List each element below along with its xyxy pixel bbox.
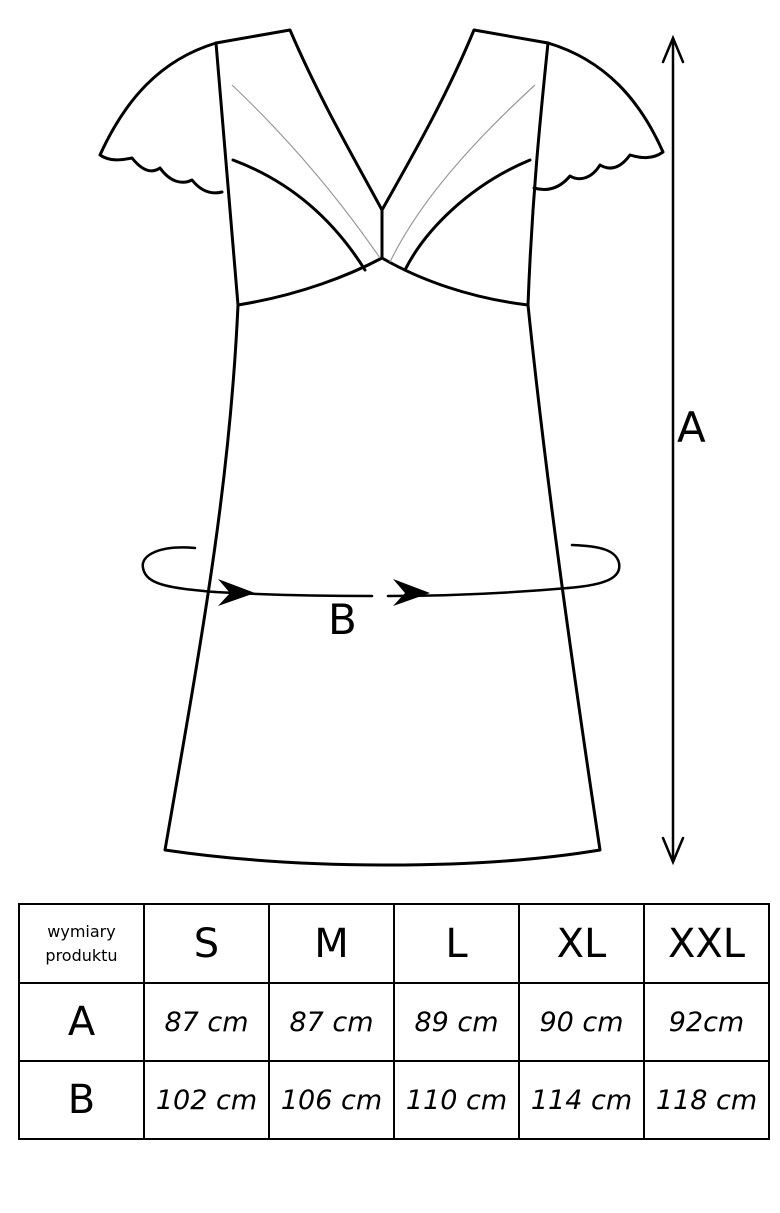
corner-label-line-1: wymiary: [47, 921, 116, 941]
row-label-a: A: [18, 982, 145, 1062]
left-side: [214, 41, 240, 307]
table-corner-label: wymiary produktu: [18, 903, 145, 984]
size-header-xxl: XXL: [643, 903, 770, 984]
cell-b-xxl: 118 cm: [643, 1060, 770, 1140]
right-cup: [403, 158, 532, 272]
left-cup: [231, 158, 367, 272]
size-header-m: M: [268, 903, 395, 984]
cell-b-s: 102 cm: [143, 1060, 270, 1140]
size-header-s: S: [143, 903, 270, 984]
label-b: B: [328, 595, 357, 644]
row-label-b: B: [18, 1060, 145, 1140]
table-row: A 87 cm 87 cm 89 cm 90 cm 92cm: [18, 982, 770, 1062]
measure-a-arrowhead-bottom: [661, 836, 685, 866]
right-lace-line: [389, 84, 536, 263]
cell-a-m: 87 cm: [268, 982, 395, 1062]
table-row: B 102 cm 106 cm 110 cm 114 cm 118 cm: [18, 1060, 770, 1140]
table-header-row: wymiary produktu S M L XL XXL: [18, 903, 770, 984]
measure-b-loop-left: [141, 546, 217, 594]
cell-b-m: 106 cm: [268, 1060, 395, 1140]
left-shoulder-panel: [214, 28, 384, 260]
right-shoulder-panel: [380, 28, 550, 212]
dress-outline: [163, 303, 602, 867]
cell-a-xl: 90 cm: [518, 982, 645, 1062]
label-a: A: [677, 403, 706, 452]
measure-a-arrowhead-top: [661, 34, 685, 64]
corner-label-line-2: produktu: [45, 945, 118, 965]
left-sleeve: [98, 41, 224, 195]
measure-b-arrow-2: [393, 579, 430, 606]
cell-b-xl: 114 cm: [518, 1060, 645, 1140]
cell-a-xxl: 92cm: [643, 982, 770, 1062]
cell-a-s: 87 cm: [143, 982, 270, 1062]
cell-a-l: 89 cm: [393, 982, 520, 1062]
right-sleeve: [532, 41, 665, 191]
measure-b-arrow-1: [218, 579, 255, 606]
measure-b-loop-right: [566, 543, 621, 590]
left-lace-line: [231, 84, 381, 259]
size-header-xl: XL: [518, 903, 645, 984]
dress-diagram: A B: [98, 28, 706, 867]
cell-b-l: 110 cm: [393, 1060, 520, 1140]
size-table: wymiary produktu S M L XL XXL A 87 cm 87…: [18, 903, 770, 1140]
right-side: [526, 41, 550, 307]
size-header-l: L: [393, 903, 520, 984]
bodice-band: [236, 256, 530, 307]
